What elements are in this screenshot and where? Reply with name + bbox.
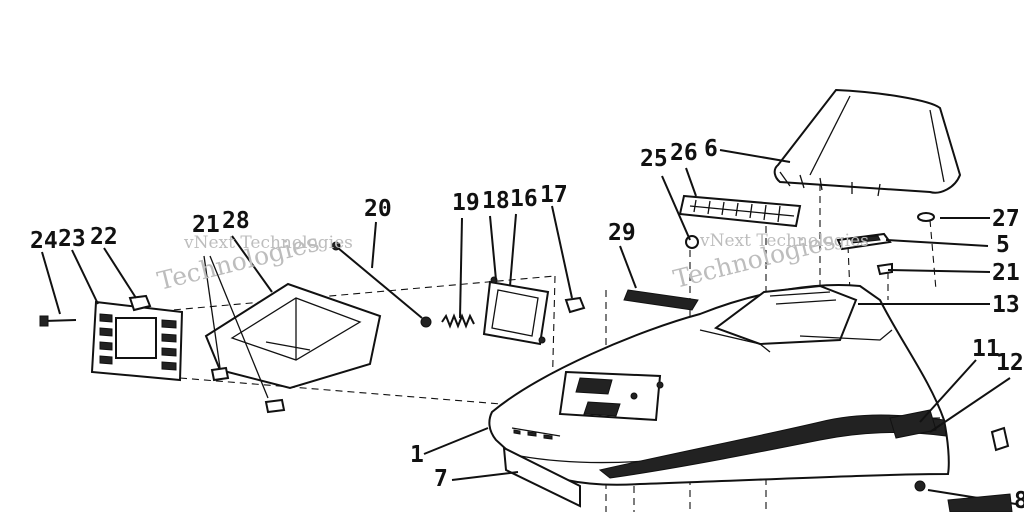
washer-27 [917, 212, 935, 222]
callout-20: 20 [364, 196, 392, 222]
spring-19 [441, 313, 475, 329]
decal-29 [623, 289, 699, 311]
watermark-text: vNext Technologies [183, 233, 353, 253]
callout-23: 23 [58, 226, 86, 252]
callout-6: 6 [704, 136, 718, 162]
callout-numbers: 6 27 5 21 13 11 12 1 7 8 25 26 29 19 18 … [30, 136, 1024, 512]
watermark-left: vNext Technologies Technologies [154, 228, 352, 296]
callout-18: 18 [482, 188, 510, 214]
callout-29: 29 [608, 220, 636, 246]
leader-lines [41, 149, 1011, 481]
clip-21-right [876, 262, 893, 276]
screw-24 [39, 315, 77, 327]
bracket-right [914, 426, 1017, 512]
callout-5: 5 [996, 232, 1010, 258]
callout-17: 17 [540, 182, 568, 208]
clip-22 [128, 294, 152, 312]
callout-26: 26 [670, 140, 698, 166]
callout-19: 19 [452, 190, 480, 216]
clip-5 [836, 232, 892, 251]
callout-11: 11 [972, 336, 1000, 362]
callout-22: 22 [90, 224, 118, 250]
callout-16: 16 [510, 186, 538, 212]
panel-16 [482, 276, 550, 346]
callout-13: 13 [992, 292, 1020, 318]
windshield [773, 88, 962, 197]
gauge-bezel-23 [90, 300, 184, 382]
callout-28: 28 [222, 208, 250, 234]
nut-25 [685, 235, 699, 249]
callout-21-right: 21 [992, 260, 1020, 286]
hood [488, 284, 950, 508]
callout-25: 25 [640, 146, 668, 172]
callout-21-left: 21 [192, 212, 220, 238]
callout-24: 24 [30, 228, 58, 254]
nut-17 [564, 296, 586, 314]
clips-21-left [203, 255, 286, 414]
callout-7: 7 [434, 466, 448, 492]
dash-strip [678, 194, 802, 228]
callout-8: 8 [1014, 488, 1024, 512]
callout-27: 27 [992, 206, 1020, 232]
watermark-right: vNext Technologies Technologies [670, 226, 868, 294]
callout-12: 12 [996, 350, 1024, 376]
watermark-text: vNext Technologies [699, 231, 869, 251]
callout-1: 1 [410, 442, 424, 468]
